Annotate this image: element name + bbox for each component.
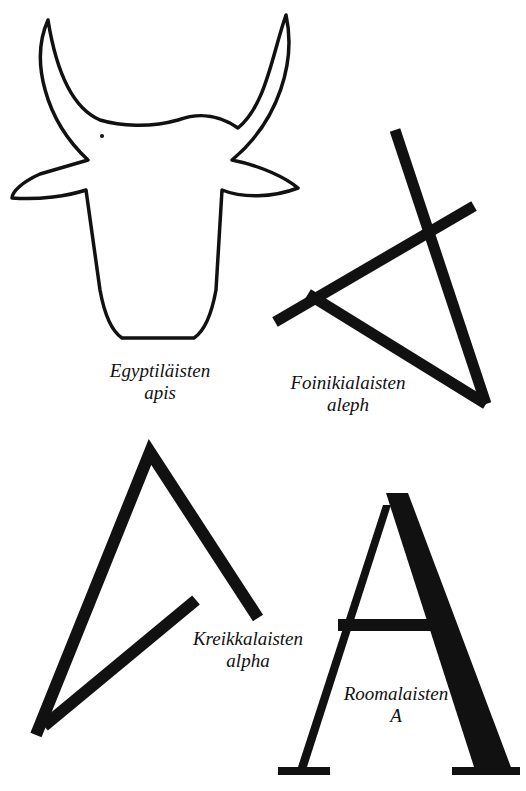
aleph-glyph — [275, 130, 486, 404]
bull-eye — [100, 134, 104, 138]
alpha-glyph — [36, 452, 258, 735]
caption-label: Egyptiläisten apis — [110, 360, 210, 404]
caption-label: Kreikkalaisten alpha — [193, 628, 303, 672]
caption-label: Roomalaisten A — [344, 683, 449, 727]
roman-a-glyph — [278, 493, 520, 775]
bull-head — [12, 15, 298, 338]
caption-label: Foinikialaisten aleph — [290, 372, 405, 416]
